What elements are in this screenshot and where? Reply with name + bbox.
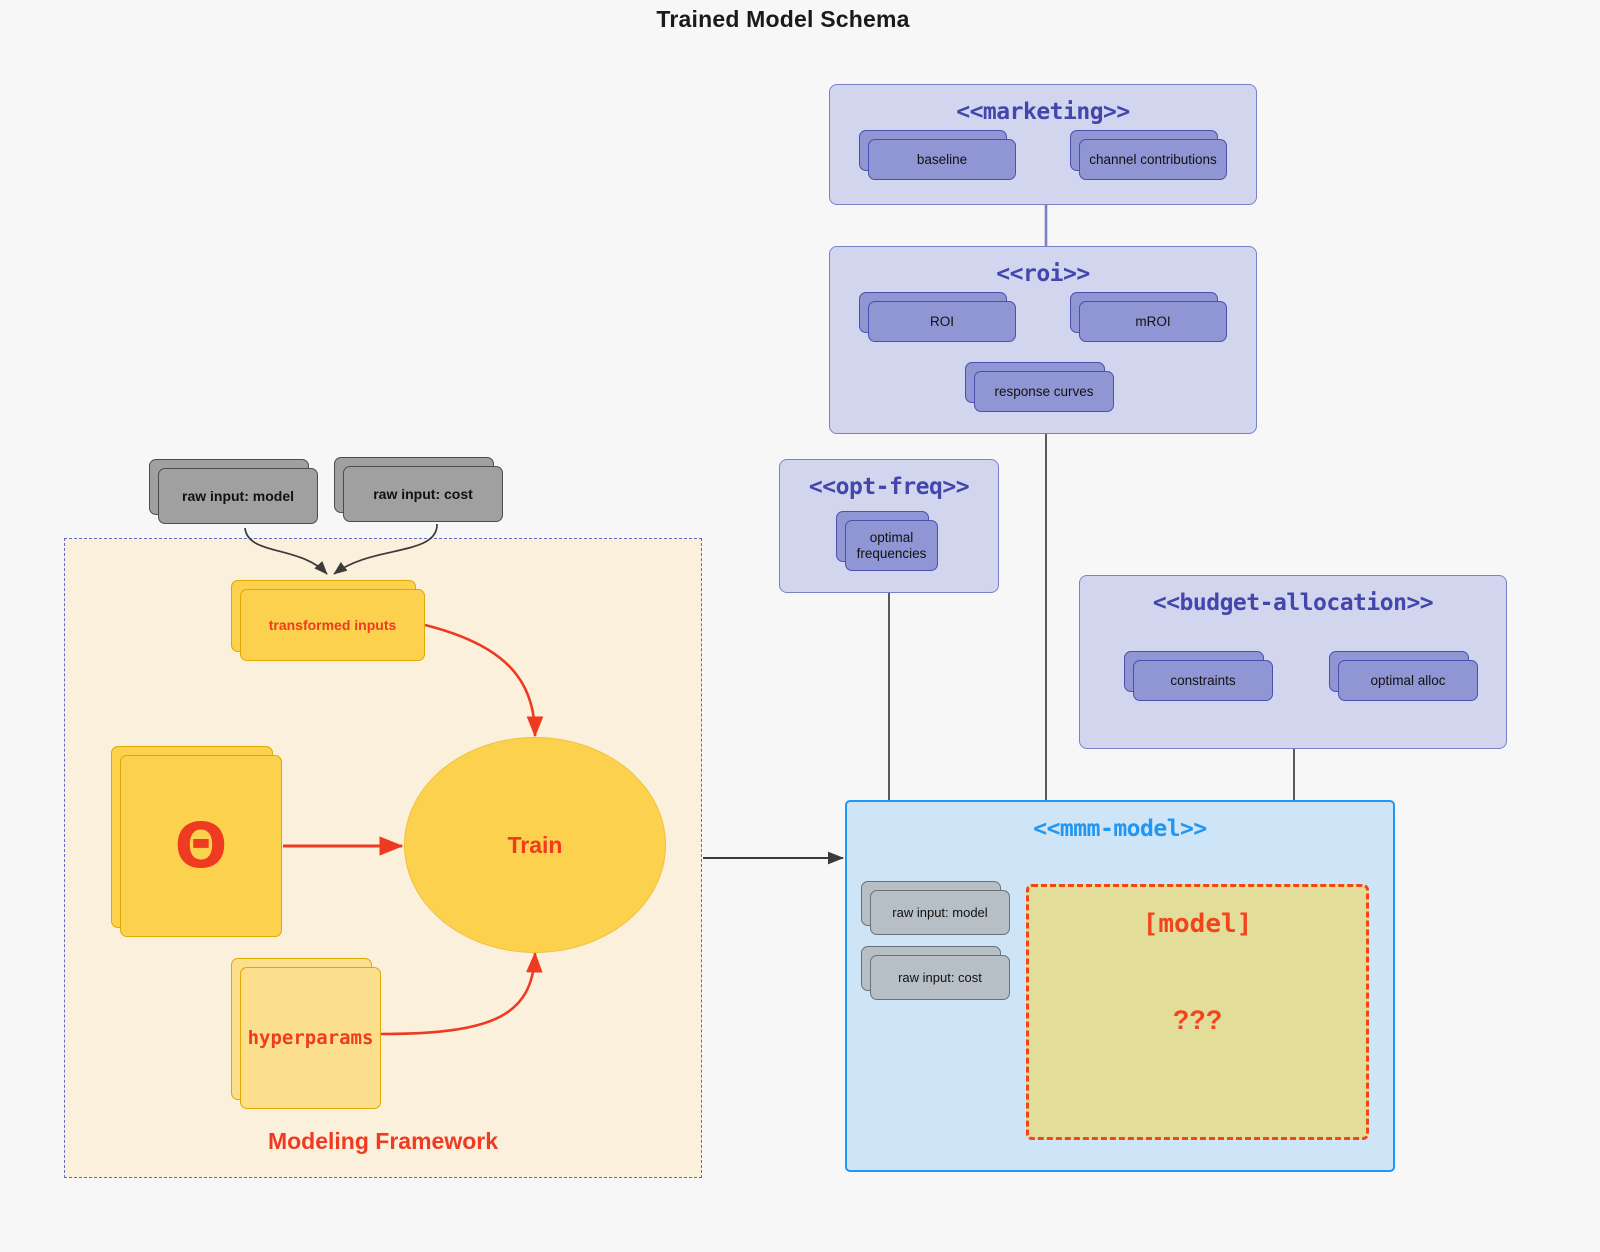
mmm-raw-input-cost-node[interactable]: raw input: cost: [861, 946, 1010, 1000]
train-node[interactable]: Train: [404, 737, 666, 953]
theta-symbol-label: Θ: [120, 755, 282, 937]
node-response-curves[interactable]: response curves: [965, 362, 1114, 412]
package-marketing-title: <<marketing>>: [956, 99, 1130, 125]
model-unknown-label: ???: [1172, 1005, 1223, 1035]
transformed-inputs-label: transformed inputs: [240, 589, 425, 661]
node-constraints-label: constraints: [1133, 660, 1273, 701]
node-optimal-frequencies-line2: frequencies: [856, 545, 927, 561]
node-optimal-frequencies-line1: optimal: [869, 529, 914, 545]
mmm-raw-input-model-label: raw input: model: [870, 890, 1010, 935]
model-placeholder-label: [model]: [1142, 909, 1253, 939]
node-roi-label: ROI: [868, 301, 1016, 342]
raw-input-cost-node[interactable]: raw input: cost: [334, 457, 503, 522]
hyperparams-label: hyperparams: [240, 967, 381, 1109]
model-placeholder-box[interactable]: [model] ???: [1026, 884, 1369, 1140]
node-baseline[interactable]: baseline: [859, 130, 1016, 180]
raw-input-model-label: raw input: model: [158, 468, 318, 524]
hyperparams-text: hyperparams: [247, 1026, 374, 1049]
node-mroi[interactable]: mROI: [1070, 292, 1227, 342]
node-optimal-alloc-label: optimal alloc: [1338, 660, 1478, 701]
node-optimal-frequencies-label: optimal frequencies: [845, 520, 938, 571]
package-roi-title: <<roi>>: [996, 261, 1090, 287]
node-response-curves-label: response curves: [974, 371, 1114, 412]
package-budget-allocation-title: <<budget-allocation>>: [1152, 590, 1434, 616]
node-channel-contributions[interactable]: channel contributions: [1070, 130, 1227, 180]
page-title: Trained Model Schema: [656, 6, 910, 32]
theta-icon: Θ: [174, 809, 228, 882]
mmm-raw-input-model-node[interactable]: raw input: model: [861, 881, 1010, 935]
node-channel-contributions-label: channel contributions: [1079, 139, 1227, 180]
raw-input-model-node[interactable]: raw input: model: [149, 459, 318, 524]
node-optimal-alloc[interactable]: optimal alloc: [1329, 651, 1478, 701]
node-mroi-label: mROI: [1079, 301, 1227, 342]
transformed-inputs-node[interactable]: transformed inputs: [231, 580, 425, 661]
train-label: Train: [507, 831, 563, 858]
node-baseline-label: baseline: [868, 139, 1016, 180]
node-roi[interactable]: ROI: [859, 292, 1016, 342]
node-optimal-frequencies[interactable]: optimal frequencies: [836, 511, 938, 571]
modeling-framework-label: Modeling Framework: [267, 1128, 499, 1154]
package-opt-freq-title: <<opt-freq>>: [808, 474, 970, 500]
node-constraints[interactable]: constraints: [1124, 651, 1273, 701]
mmm-raw-input-cost-label: raw input: cost: [870, 955, 1010, 1000]
raw-input-cost-label: raw input: cost: [343, 466, 503, 522]
hyperparams-node[interactable]: hyperparams: [231, 958, 381, 1109]
package-mmm-model-title: <<mmm-model>>: [1033, 816, 1207, 842]
theta-node[interactable]: Θ: [111, 746, 282, 937]
